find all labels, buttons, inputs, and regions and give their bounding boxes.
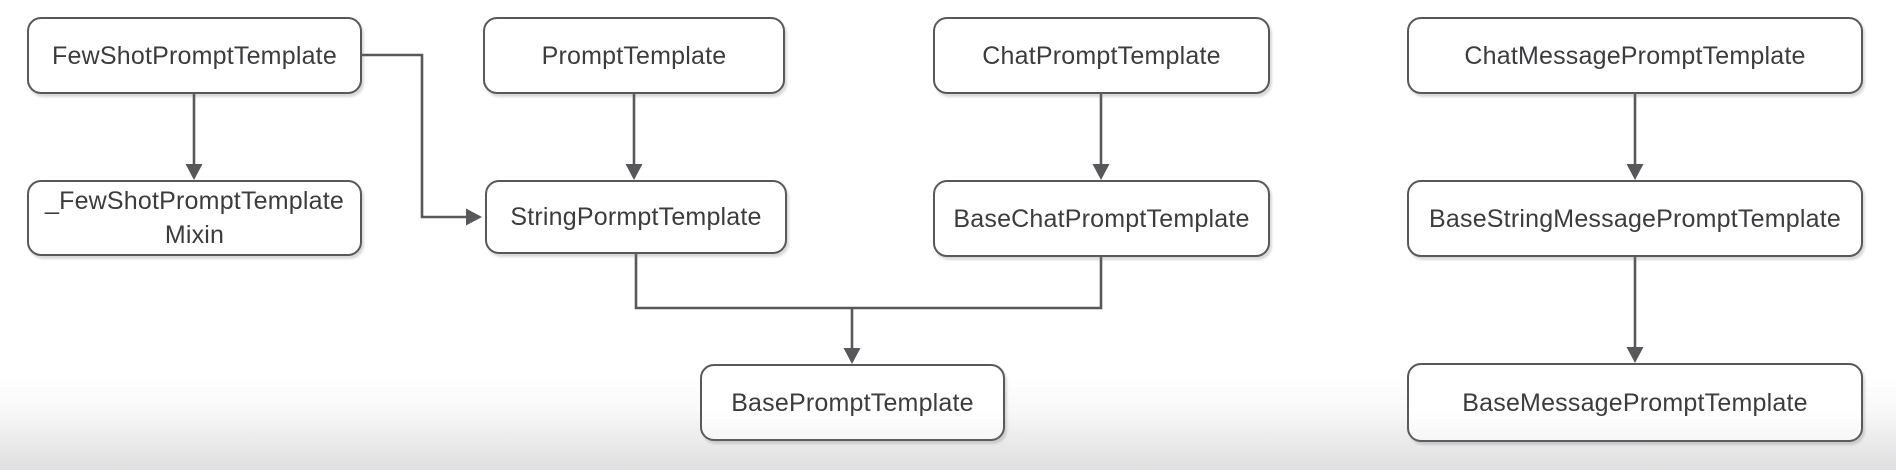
node-few-shot-prompt-template: FewShotPromptTemplate — [27, 17, 362, 94]
edge-chatprompt-to-basechat-arrowhead — [1092, 164, 1110, 180]
node-prompt-template: PromptTemplate — [483, 17, 785, 94]
node-label: StringPormptTemplate — [510, 203, 762, 231]
node-few-shot-prompt-template-mixin: _FewShotPromptTemplate Mixin — [27, 180, 362, 256]
node-label: BaseStringMessagePromptTemplate — [1429, 204, 1841, 233]
node-label-line1: _FewShotPromptTemplate — [45, 187, 344, 215]
node-label-line2: Mixin — [164, 221, 225, 249]
edge-chatmessage-to-basestringmessage-arrowhead — [1626, 164, 1644, 180]
node-label: PromptTemplate — [541, 41, 727, 70]
node-chat-message-prompt-template: ChatMessagePromptTemplate — [1407, 17, 1863, 94]
edge-fewshot-to-mixin-arrowhead — [185, 164, 203, 180]
edge-basestringmessage-to-basemessage-arrowhead — [1626, 347, 1644, 363]
node-base-string-message-prompt-template: BaseStringMessagePromptTemplate — [1407, 180, 1863, 257]
node-label: BaseMessagePromptTemplate — [1462, 388, 1808, 417]
edge-merge-to-baseprompt-arrowhead — [843, 348, 861, 364]
node-base-prompt-template: BasePromptTemplate — [700, 364, 1005, 441]
edge-fewshot-to-stringpormpt-arrowhead — [466, 208, 482, 226]
node-label: ChatMessagePromptTemplate — [1464, 41, 1806, 70]
node-label: BasePromptTemplate — [731, 388, 974, 417]
node-label: BaseChatPromptTemplate — [953, 204, 1250, 233]
node-chat-prompt-template: ChatPromptTemplate — [933, 17, 1270, 94]
edge-prompt-to-stringpormpt-arrowhead — [625, 164, 643, 180]
node-base-chat-prompt-template: BaseChatPromptTemplate — [933, 180, 1270, 257]
node-label: FewShotPromptTemplate — [52, 41, 337, 70]
node-string-pormpt-template: StringPormptTemplate — [485, 180, 787, 254]
edge-fewshot-to-stringpormpt-line — [362, 53, 467, 219]
node-label: ChatPromptTemplate — [982, 41, 1221, 70]
node-base-message-prompt-template: BaseMessagePromptTemplate — [1407, 363, 1863, 442]
edge-merge-line — [634, 254, 1103, 310]
